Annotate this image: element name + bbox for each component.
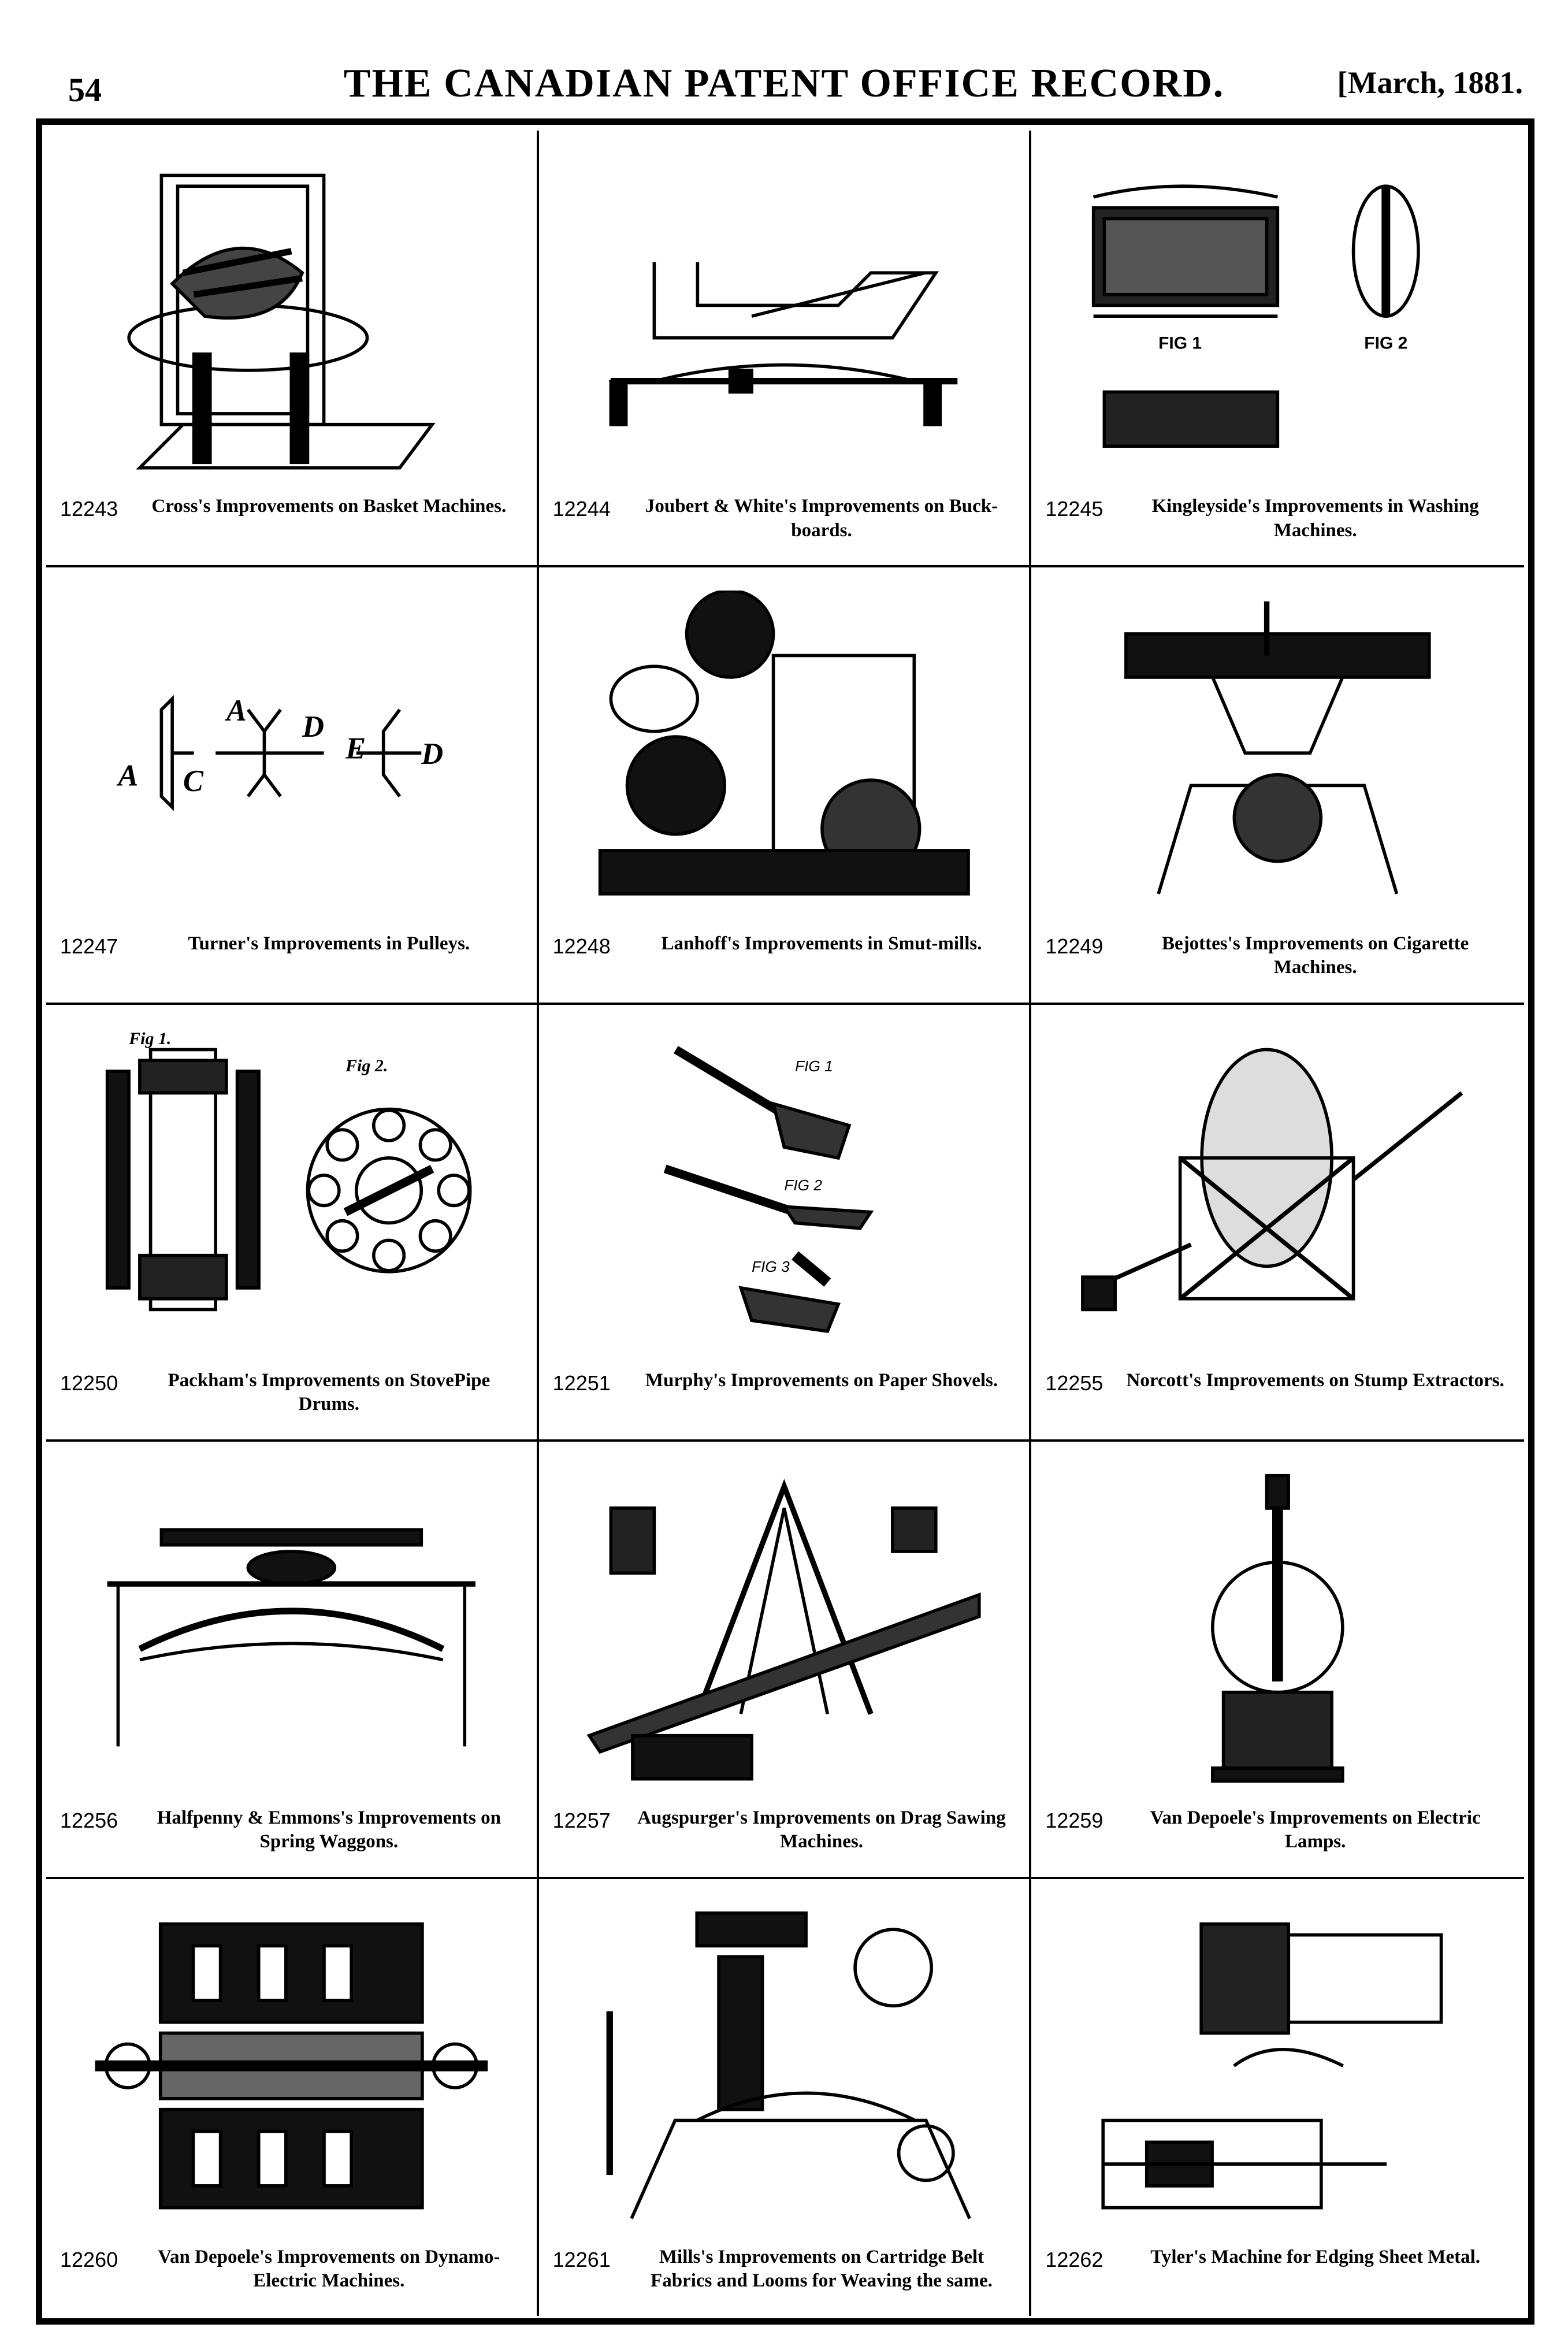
page-frame bbox=[36, 118, 1534, 2325]
patent-cell: FIG 1 FIG 2 12245 Kingleyside's Improvem… bbox=[1031, 131, 1524, 568]
patent-cell: 12259 Van Depoele's Improvements on Elec… bbox=[1031, 1442, 1524, 1879]
patent-title: Van Depoele's Improvements on Dynamo-Ele… bbox=[158, 2247, 500, 2292]
patent-number: 12255 bbox=[1045, 1371, 1103, 1395]
fig1-label: FIG 1 bbox=[795, 1057, 833, 1075]
patent-cell: 12248 Lanhoff's Improvements in Smut-mil… bbox=[538, 567, 1032, 1005]
cigarette-machine-illustration bbox=[1054, 591, 1501, 915]
pulley-label: E bbox=[345, 732, 366, 766]
patent-caption: 12247 Turner's Improvements in Pulleys. bbox=[60, 926, 523, 990]
patent-title: Cross's Improvements on Basket Machines. bbox=[151, 496, 507, 517]
page-number: 54 bbox=[68, 71, 102, 109]
fig1-label: FIG 1 bbox=[1158, 333, 1202, 352]
washing-machine-illustration: FIG 1 FIG 2 bbox=[1054, 154, 1501, 478]
patent-title: Lanhoff's Improvements in Smut-mills. bbox=[661, 933, 982, 954]
fig2-label: FIG 2 bbox=[1365, 333, 1408, 352]
page-title: THE CANADIAN PATENT OFFICE RECORD. bbox=[343, 61, 1225, 106]
patent-caption: 12259 Van Depoele's Improvements on Elec… bbox=[1045, 1801, 1510, 1864]
patent-number: 12245 bbox=[1045, 497, 1103, 521]
patent-caption: 12255 Norcott's Improvements on Stump Ex… bbox=[1045, 1363, 1510, 1427]
patent-cell: 12256 Halfpenny & Emmons's Improvements … bbox=[46, 1442, 539, 1879]
patent-caption: 12251 Murphy's Improvements on Paper Sho… bbox=[553, 1363, 1016, 1427]
patent-number: 12248 bbox=[552, 934, 611, 958]
pulley-label: C bbox=[183, 764, 204, 798]
patent-number: 12256 bbox=[60, 1808, 118, 1832]
patent-title: Mills's Improvements on Cartridge Belt F… bbox=[651, 2247, 993, 2292]
buckboard-illustration bbox=[562, 154, 1006, 478]
patent-title: Kingleyside's Improvements in Washing Ma… bbox=[1151, 496, 1479, 541]
patent-title: Joubert & White's Improvements on Buck-b… bbox=[645, 496, 998, 541]
page-header: 54 THE CANADIAN PATENT OFFICE RECORD. [M… bbox=[0, 0, 1568, 116]
pulley-label: A bbox=[225, 694, 247, 727]
patent-caption: 12245 Kingleyside's Improvements in Wash… bbox=[1045, 489, 1510, 552]
basket-machine-illustration bbox=[69, 154, 514, 478]
patent-caption: 12250 Packham's Improvements on StovePip… bbox=[60, 1363, 523, 1427]
stump-extractor-illustration bbox=[1054, 1028, 1501, 1353]
patent-number: 12244 bbox=[552, 497, 611, 521]
spring-waggon-illustration bbox=[69, 1465, 514, 1790]
fig3-label: FIG 3 bbox=[752, 1258, 790, 1275]
patent-caption: 12262 Tyler's Machine for Edging Sheet M… bbox=[1045, 2240, 1510, 2303]
fig2-label: Fig 2. bbox=[345, 1056, 388, 1075]
patent-cell: 12249 Bejottes's Improvements on Cigaret… bbox=[1031, 567, 1524, 1005]
sheet-metal-edger-illustration bbox=[1054, 1902, 1501, 2229]
patent-number: 12243 bbox=[60, 497, 118, 521]
issue-date: [March, 1881. bbox=[1337, 65, 1523, 100]
patent-number: 12250 bbox=[60, 1371, 118, 1395]
patent-number: 12262 bbox=[1045, 2248, 1103, 2271]
patent-caption: 12261 Mills's Improvements on Cartridge … bbox=[553, 2240, 1016, 2303]
dynamo-machine-illustration bbox=[69, 1902, 514, 2229]
patent-cell: 12262 Tyler's Machine for Edging Sheet M… bbox=[1031, 1879, 1524, 2316]
patent-cell: 12244 Joubert & White's Improvements on … bbox=[538, 131, 1032, 568]
cartridge-belt-loom-illustration bbox=[562, 1902, 1006, 2229]
patent-cell: 12260 Van Depoele's Improvements on Dyna… bbox=[46, 1879, 539, 2316]
pulley-label: D bbox=[302, 710, 324, 744]
patent-caption: 12244 Joubert & White's Improvements on … bbox=[553, 489, 1016, 552]
patent-number: 12259 bbox=[1045, 1808, 1103, 1832]
patent-number: 12249 bbox=[1045, 934, 1103, 958]
patent-cell: 12261 Mills's Improvements on Cartridge … bbox=[539, 1879, 1032, 2316]
patent-title: Augspurger's Improvements on Drag Sawing… bbox=[637, 1807, 1006, 1852]
stovepipe-drum-illustration: Fig 1. Fig 2. bbox=[69, 1028, 514, 1353]
patent-caption: 12249 Bejottes's Improvements on Cigaret… bbox=[1045, 926, 1510, 990]
patent-cell: A C A D E D 12247 Turner's Improvements … bbox=[46, 567, 539, 1005]
patent-caption: 12243 Cross's Improvements on Basket Mac… bbox=[60, 489, 523, 552]
patent-number: 12261 bbox=[552, 2248, 611, 2271]
pulley-label: A bbox=[116, 759, 138, 793]
patent-number: 12260 bbox=[60, 2248, 118, 2271]
drag-saw-illustration bbox=[562, 1465, 1006, 1790]
pulley-illustration: A C A D E D bbox=[69, 591, 514, 915]
patent-cell: FIG 1 FIG 2 FIG 3 12251 Murphy's Improve… bbox=[538, 1004, 1032, 1442]
smut-mill-illustration bbox=[562, 591, 1006, 915]
patent-number: 12251 bbox=[552, 1371, 611, 1395]
patent-caption: 12248 Lanhoff's Improvements in Smut-mil… bbox=[553, 926, 1016, 990]
patent-title: Van Depoele's Improvements on Electric L… bbox=[1150, 1807, 1481, 1852]
patent-title: Bejottes's Improvements on Cigarette Mac… bbox=[1162, 933, 1469, 978]
patent-caption: 12260 Van Depoele's Improvements on Dyna… bbox=[60, 2240, 523, 2303]
patent-number: 12247 bbox=[60, 934, 118, 958]
patent-title: Halfpenny & Emmons's Improvements on Spr… bbox=[157, 1807, 501, 1852]
patent-title: Norcott's Improvements on Stump Extracto… bbox=[1126, 1370, 1504, 1391]
patent-cell: 12243 Cross's Improvements on Basket Mac… bbox=[46, 131, 539, 568]
patent-cell: 12255 Norcott's Improvements on Stump Ex… bbox=[1031, 1005, 1524, 1442]
paper-shovel-illustration: FIG 1 FIG 2 FIG 3 bbox=[562, 1028, 1006, 1353]
patent-title: Murphy's Improvements on Paper Shovels. bbox=[645, 1370, 998, 1391]
patent-grid: 12243 Cross's Improvements on Basket Mac… bbox=[46, 131, 1524, 2316]
patent-cell: Fig 1. Fig 2. 12250 Packham's Improvemen… bbox=[46, 1004, 539, 1442]
patent-number: 12257 bbox=[552, 1808, 611, 1832]
electric-lamp-illustration bbox=[1054, 1465, 1501, 1790]
patent-caption: 12256 Halfpenny & Emmons's Improvements … bbox=[60, 1801, 523, 1864]
patent-title: Tyler's Machine for Edging Sheet Metal. bbox=[1150, 2247, 1481, 2267]
pulley-label: D bbox=[421, 737, 443, 771]
patent-title: Turner's Improvements in Pulleys. bbox=[188, 933, 470, 954]
fig1-label: Fig 1. bbox=[128, 1029, 171, 1048]
patent-caption: 12257 Augspurger's Improvements on Drag … bbox=[553, 1801, 1016, 1864]
fig2-label: FIG 2 bbox=[784, 1176, 822, 1194]
patent-title: Packham's Improvements on StovePipe Drum… bbox=[168, 1370, 491, 1415]
patent-cell: 12257 Augspurger's Improvements on Drag … bbox=[538, 1442, 1032, 1879]
